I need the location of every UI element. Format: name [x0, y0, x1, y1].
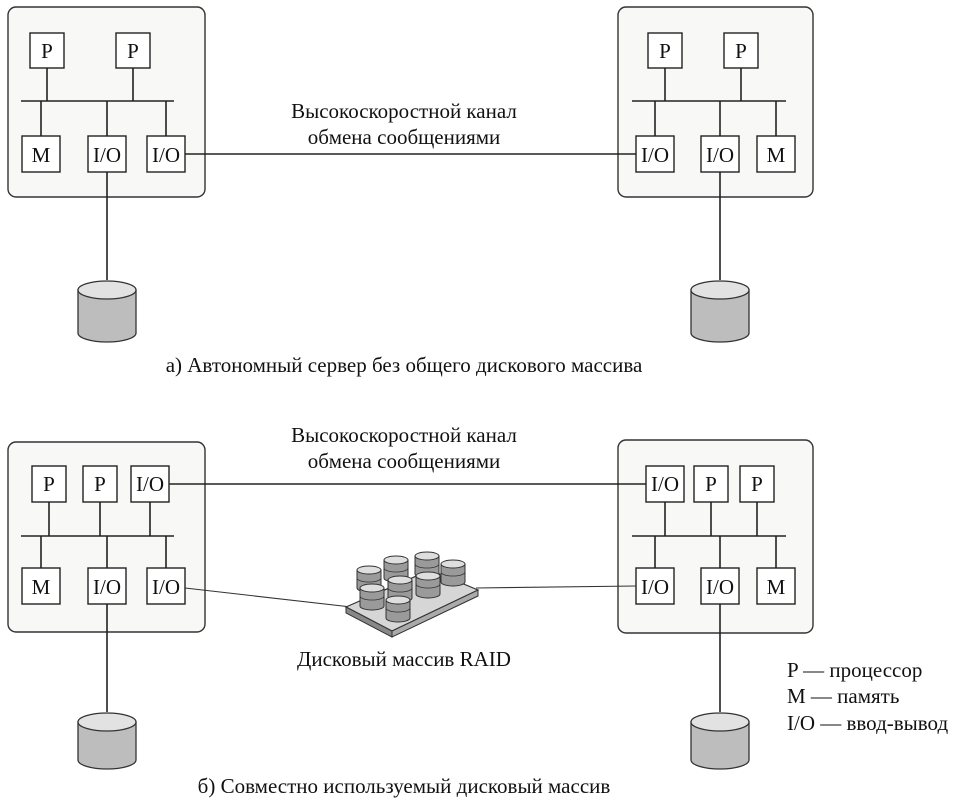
b-right-io-1-label: I/O — [641, 575, 669, 599]
b-left-disk-icon — [77, 712, 137, 770]
b-message-channel-label-2: обмена сообщениями — [308, 449, 501, 473]
a-right-processor-1 — [647, 32, 683, 69]
b-right-processor-2 — [739, 465, 775, 503]
b-left-node: P P I/O M I/O I/O — [7, 441, 206, 633]
b-message-channel-label-1: Высокоскоростной канал — [291, 423, 517, 447]
legend-memory: M — память — [787, 684, 899, 708]
b-left-processor-2 — [82, 465, 118, 503]
raid-disk-icon — [440, 559, 466, 587]
b-caption: б) Совместно используемый дисковый масси… — [198, 774, 611, 798]
section-a: P P M I/O I/O P P I/O I/ — [7, 6, 814, 377]
a-left-processor-1 — [29, 32, 65, 69]
a-left-processor-2 — [115, 32, 151, 69]
raid-label: Дисковый массив RAID — [297, 647, 511, 671]
b-left-io-1-label: I/O — [93, 575, 121, 599]
b-right-io-2 — [700, 567, 740, 605]
a-left-processor-2-label: P — [127, 39, 139, 63]
a-right-processor-2 — [723, 32, 759, 69]
b-left-io-2 — [146, 567, 186, 605]
b-left-io-2-label: I/O — [152, 575, 180, 599]
a-left-processor-1-label: P — [41, 39, 53, 63]
a-message-channel-label-2: обмена сообщениями — [308, 125, 501, 149]
b-right-processor-1-label: P — [705, 472, 717, 496]
a-message-channel-label-1: Высокоскоростной канал — [291, 99, 517, 123]
b-left-io-top — [130, 465, 170, 503]
section-b: P P I/O M I/O I/O I/O P — [7, 423, 948, 798]
b-left-io-top-label: I/O — [136, 472, 164, 496]
b-left-processor-1 — [31, 465, 67, 503]
a-right-io-2-label: I/O — [706, 143, 734, 167]
a-right-processor-1-label: P — [659, 39, 671, 63]
a-left-memory — [21, 135, 61, 173]
raid-disk-icon — [385, 595, 411, 623]
raid-disk-icon — [415, 571, 441, 599]
a-right-disk-icon — [690, 280, 750, 343]
b-right-disk-icon — [690, 712, 750, 770]
a-left-node: P P M I/O I/O — [7, 6, 206, 198]
b-left-processor-2-label: P — [94, 472, 106, 496]
a-left-memory-label: M — [32, 143, 51, 167]
a-left-io-2-label: I/O — [152, 143, 180, 167]
b-right-io-1 — [635, 567, 675, 605]
b-left-memory-label: M — [32, 575, 51, 599]
b-left-processor-1-label: P — [43, 472, 55, 496]
b-right-processor-2-label: P — [751, 472, 763, 496]
a-left-io-1-label: I/O — [93, 143, 121, 167]
legend: P — процессор M — память I/O — ввод-выво… — [787, 658, 948, 735]
raid-array-icon — [344, 551, 480, 638]
a-right-io-2 — [700, 135, 740, 173]
a-caption: а) Автономный сервер без общего дисковог… — [166, 353, 643, 377]
b-left-io-1 — [87, 567, 127, 605]
b-right-io-2-label: I/O — [706, 575, 734, 599]
a-right-memory — [756, 135, 796, 173]
b-left-raid-link — [184, 587, 361, 609]
b-left-memory — [21, 567, 61, 605]
a-right-memory-label: M — [767, 143, 786, 167]
b-right-node: I/O P P I/O I/O M — [617, 439, 814, 634]
b-right-memory-label: M — [767, 575, 786, 599]
a-left-io-2 — [146, 135, 186, 173]
a-right-node: P P I/O I/O M — [617, 6, 814, 198]
legend-processor: P — процессор — [787, 658, 922, 682]
b-right-io-top-label: I/O — [651, 472, 679, 496]
b-right-raid-link — [475, 585, 637, 589]
b-right-processor-1 — [693, 465, 729, 503]
a-left-disk-icon — [77, 280, 137, 343]
a-right-io-1 — [635, 135, 675, 173]
b-right-memory — [756, 567, 796, 605]
a-right-io-1-label: I/O — [641, 143, 669, 167]
a-right-processor-2-label: P — [735, 39, 747, 63]
legend-io: I/O — ввод-вывод — [787, 711, 948, 735]
raid-disk-icon — [359, 583, 385, 611]
